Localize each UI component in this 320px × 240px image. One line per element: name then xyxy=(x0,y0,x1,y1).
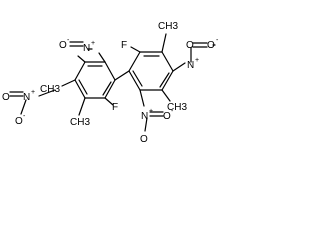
nitro-nitrogen-label: N xyxy=(141,111,148,122)
right-ring xyxy=(128,51,174,91)
nitro-oxygen-label: O xyxy=(207,40,215,51)
nitro-oxygen-label: O xyxy=(59,40,67,51)
nitro-nitrogen-label: N xyxy=(187,60,194,71)
oxygen-charge: - xyxy=(216,37,219,44)
fluorine-label: F xyxy=(121,40,127,51)
methyl-label: CH3 xyxy=(167,102,187,113)
left-ring xyxy=(74,61,116,99)
nitrogen-charge: + xyxy=(195,57,199,64)
nitrogen-charge: + xyxy=(149,108,153,115)
nitro-nitrogen-label: N xyxy=(23,92,30,103)
structure-svg: F CH3 N + O O - CH3 N + O - O O - N + CH… xyxy=(2,21,219,145)
oxygen-charge: - xyxy=(23,113,26,120)
nitro-oxygen-label: O xyxy=(163,111,171,122)
nitro-oxygen-label: O xyxy=(2,92,10,103)
oxygen-charge: - xyxy=(171,108,174,115)
nitro-nitrogen-label: N xyxy=(83,43,90,54)
methyl-label: CH3 xyxy=(70,117,90,128)
fluorine-label: F xyxy=(112,102,118,113)
nitro-oxygen-label: O xyxy=(186,40,194,51)
nitro-oxygen-label: O xyxy=(15,116,23,127)
biaryl-bond xyxy=(114,70,130,81)
nitrogen-charge: + xyxy=(31,89,35,96)
methyl-label: CH3 xyxy=(40,84,60,95)
nitro-oxygen-label: O xyxy=(140,134,148,145)
nitrogen-charge: + xyxy=(91,40,95,47)
oxygen-charge: - xyxy=(67,37,70,44)
molecule-drawing: F CH3 N + O O - CH3 N + O - O O - N + CH… xyxy=(2,21,219,145)
methyl-label: CH3 xyxy=(158,21,178,32)
